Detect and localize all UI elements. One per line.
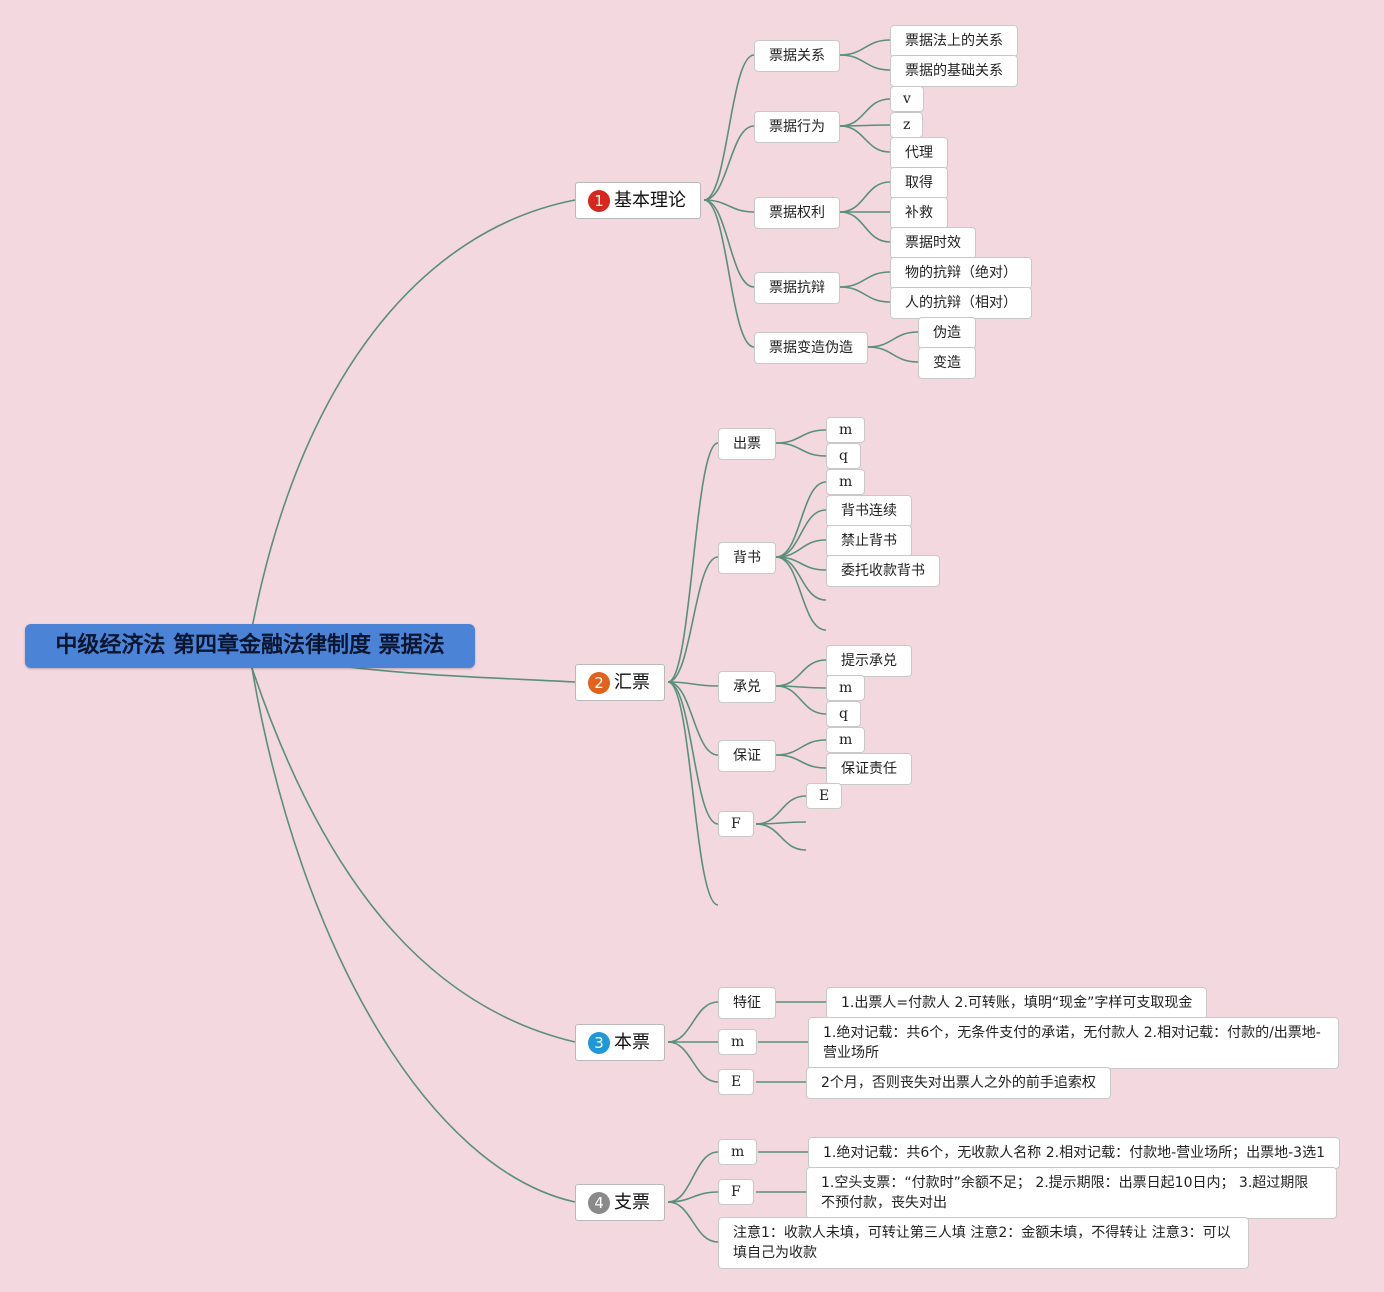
node-f-detail[interactable]: 1.空头支票：“付款时”余额不足； 2.提示期限：出票日起10日内； 3.超过期… xyxy=(806,1167,1337,1219)
node-endorse-child[interactable]: m xyxy=(826,469,866,495)
number-1-icon: 1 xyxy=(588,189,610,212)
node-e-detail[interactable]: 2个月，否则丧失对出票人之外的前手追索权 xyxy=(806,1067,1111,1099)
node-m-detail[interactable]: 1.绝对记载：共6个，无收款人名称 2.相对记载：付款地-营业场所；出票地-3选… xyxy=(808,1137,1340,1169)
number-4-icon: 4 xyxy=(588,1191,610,1214)
link-root-topic2 xyxy=(339,665,576,683)
node-relations-child[interactable]: 票据的基础关系 xyxy=(890,55,1018,87)
node-accept-child[interactable]: m xyxy=(826,675,866,701)
node-defense[interactable]: 票据抗辩 xyxy=(754,272,840,304)
link-root-topic4 xyxy=(251,667,576,1203)
node-alter-child[interactable]: 变造 xyxy=(918,347,976,379)
topic-promissory-note[interactable]: 3 本票 xyxy=(575,1024,665,1061)
topic-label: 本票 xyxy=(614,1032,650,1053)
node-rights-child[interactable]: 票据时效 xyxy=(890,227,976,259)
link-root-topic3 xyxy=(251,667,576,1043)
node-accept-child[interactable]: q xyxy=(826,701,861,727)
node-f-child[interactable]: E xyxy=(806,783,843,809)
node-alter-child[interactable]: 伪造 xyxy=(918,317,976,349)
node-defense-child[interactable]: 物的抗辩（绝对） xyxy=(890,257,1032,289)
node-issue-child[interactable]: q xyxy=(826,443,861,469)
node-f[interactable]: F xyxy=(718,811,754,837)
node-f[interactable]: F xyxy=(718,1179,754,1205)
node-relations[interactable]: 票据关系 xyxy=(754,40,840,72)
node-defense-child[interactable]: 人的抗辩（相对） xyxy=(890,287,1032,319)
node-m[interactable]: m xyxy=(718,1139,758,1165)
node-guarantee-child[interactable]: m xyxy=(826,727,866,753)
topic-basic-theory[interactable]: 1 基本理论 xyxy=(575,182,701,219)
node-feature-detail[interactable]: 1.出票人=付款人 2.可转账，填明“现金”字样可支取现金 xyxy=(826,987,1208,1019)
node-acts-child[interactable]: z xyxy=(890,112,924,138)
node-rights-child[interactable]: 取得 xyxy=(890,167,948,199)
node-note[interactable]: 注意1：收款人未填，可转让第三人填 注意2：金额未填，不得转让 注意3：可以填自… xyxy=(718,1217,1249,1269)
node-endorse[interactable]: 背书 xyxy=(718,542,776,574)
topic-label: 基本理论 xyxy=(614,190,686,211)
node-endorse-child[interactable]: 禁止背书 xyxy=(826,525,912,557)
number-3-icon: 3 xyxy=(588,1031,610,1054)
node-m[interactable]: m xyxy=(718,1029,758,1055)
node-accept-child[interactable]: 提示承兑 xyxy=(826,645,912,677)
node-acts[interactable]: 票据行为 xyxy=(754,111,840,143)
topic-label: 汇票 xyxy=(614,672,650,693)
node-e[interactable]: E xyxy=(718,1069,755,1095)
topic-label: 支票 xyxy=(614,1192,650,1213)
topic-cheque[interactable]: 4 支票 xyxy=(575,1184,665,1221)
node-accept[interactable]: 承兑 xyxy=(718,671,776,703)
node-issue[interactable]: 出票 xyxy=(718,428,776,460)
node-rights-child[interactable]: 补救 xyxy=(890,197,948,229)
node-rights[interactable]: 票据权利 xyxy=(754,197,840,229)
node-alter[interactable]: 票据变造伪造 xyxy=(754,332,868,364)
node-acts-child[interactable]: 代理 xyxy=(890,137,948,169)
node-guarantee-child[interactable]: 保证责任 xyxy=(826,753,912,785)
link-root-topic1 xyxy=(251,199,576,629)
node-m-detail[interactable]: 1.绝对记载：共6个，无条件支付的承诺，无付款人 2.相对记载：付款的/出票地-… xyxy=(808,1017,1339,1069)
root-topic[interactable]: 中级经济法 第四章金融法律制度 票据法 xyxy=(25,624,475,668)
node-issue-child[interactable]: m xyxy=(826,417,866,443)
node-endorse-child[interactable]: 背书连续 xyxy=(826,495,912,527)
node-guarantee[interactable]: 保证 xyxy=(718,740,776,772)
topic-bill-of-exchange[interactable]: 2 汇票 xyxy=(575,664,665,701)
node-relations-child[interactable]: 票据法上的关系 xyxy=(890,25,1018,57)
number-2-icon: 2 xyxy=(588,671,610,694)
node-feature[interactable]: 特征 xyxy=(718,987,776,1019)
node-acts-child[interactable]: v xyxy=(890,86,924,112)
node-endorse-child[interactable]: 委托收款背书 xyxy=(826,555,940,587)
